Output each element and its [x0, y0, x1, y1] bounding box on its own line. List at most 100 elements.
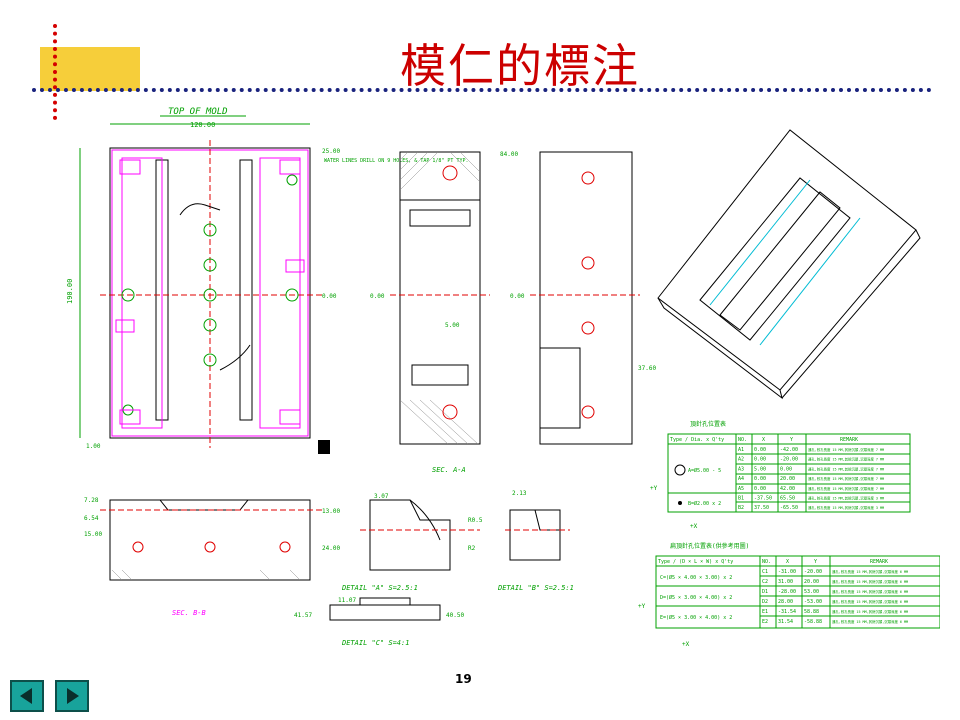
- table-cell: 65.50: [780, 496, 795, 502]
- table-cell: 31.00: [778, 579, 793, 585]
- small-pin-icon: [678, 501, 682, 505]
- table-cell: -58.88: [804, 619, 822, 625]
- table-cell: -31.54: [778, 609, 796, 615]
- page-title: 模仁的標注: [400, 39, 640, 93]
- table-cell: 53.00: [804, 589, 819, 595]
- hole-table-1-group-a: A=Ø5.00 - 5: [688, 467, 721, 474]
- detail-c-label: DETAIL "C" S=4:1: [341, 639, 409, 647]
- dim-zero-top: 0.00: [322, 293, 337, 300]
- right-triangle-icon: [67, 688, 79, 704]
- table-cell: 通孔,鉸孔長度 15 MM,其餘沉頭,沉頭深度 7 MM: [808, 457, 884, 462]
- dim-37-60: 37.60: [638, 365, 656, 372]
- dim-r2: R2: [468, 545, 476, 552]
- table-cell: 31.54: [778, 619, 793, 625]
- section-aa-label: SEC. A-A: [432, 466, 466, 474]
- previous-slide-button[interactable]: [10, 680, 44, 712]
- dim-11-07: 11.07: [338, 597, 356, 604]
- hole-table-2-group-d: D=(Ø5 × 3.00 × 4.00) x 2: [660, 594, 732, 601]
- dim-13-00: 13.00: [322, 508, 340, 515]
- table-cell: 通孔,鉸孔長度 15 MM,其餘沉頭,沉頭深度 7 MM: [808, 466, 884, 471]
- axis-y-label-2: +Y: [638, 603, 646, 610]
- hole-table-1-header-y: Y: [790, 437, 793, 443]
- view-marker: [318, 440, 330, 454]
- table-cell: A2: [738, 457, 744, 463]
- table-cell: 0.00: [754, 486, 766, 492]
- table-cell: 通孔,鉸孔長度 15 MM,其餘沉頭,沉頭深度 6 MM: [832, 619, 908, 624]
- dim-84-00: 84.00: [500, 151, 518, 158]
- hole-table-2-header-no: NO.: [762, 559, 771, 565]
- table-cell: 通孔,鉸孔長度 15 MM,其餘沉頭,沉頭深度 3 MM: [808, 505, 884, 510]
- axis-x-label-1: +X: [690, 523, 698, 530]
- detail-c-view: [329, 597, 441, 621]
- detail-b-view: [505, 509, 570, 561]
- table-cell: C2: [762, 579, 768, 585]
- hole-table-2-header-x: X: [786, 559, 789, 565]
- table-cell: 42.00: [780, 486, 795, 492]
- table-cell: -31.00: [778, 569, 796, 575]
- table-cell: A1: [738, 447, 744, 453]
- dim-zero-side: 0.00: [370, 293, 385, 300]
- dim-41-57: 41.57: [294, 612, 312, 619]
- hole-table-2-header-y: Y: [814, 559, 817, 565]
- hole-table-2-group-c: C=(Ø5 × 4.00 × 3.00) x 2: [660, 574, 732, 581]
- table-cell: -37.50: [754, 496, 772, 502]
- table-cell: -20.00: [780, 457, 798, 463]
- waterline-note: WATER LINES DRILL ON 9 HOLES, & TAP 1/8"…: [324, 158, 469, 164]
- dim-5-00: 5.00: [445, 322, 460, 329]
- table-cell: 58.88: [804, 609, 819, 615]
- dim-7-28: 7.28: [84, 497, 99, 504]
- dim-25-00: 25.00: [322, 148, 340, 155]
- horizontal-dotted-rule: [32, 88, 932, 92]
- top-view-label: TOP OF MOLD: [168, 107, 228, 117]
- hole-table-1-header-remark: REMARK: [840, 437, 858, 443]
- table-cell: 20.00: [804, 579, 819, 585]
- hole-table-2-title: 扁頂針孔位置表(供參考用圖): [670, 542, 749, 550]
- left-triangle-icon: [20, 688, 32, 704]
- table-cell: 通孔,鉸孔長度 15 MM,其餘沉頭,沉頭深度 7 MM: [808, 447, 884, 452]
- top-view-plate: [100, 140, 322, 448]
- detail-a-label: DETAIL "A" S=2.5:1: [341, 584, 418, 592]
- table-cell: -65.50: [780, 505, 798, 511]
- table-cell: E1: [762, 609, 768, 615]
- hole-table-2-header-remark: REMARK: [870, 559, 888, 565]
- hole-table-1-header-no: NO.: [738, 437, 747, 443]
- table-cell: -20.00: [804, 569, 822, 575]
- detail-a-view: [360, 499, 480, 571]
- axis-y-label-1: +Y: [650, 485, 658, 492]
- table-cell: B1: [738, 496, 744, 502]
- table-cell: 0.00: [754, 457, 766, 463]
- table-cell: 37.50: [754, 505, 769, 511]
- axis-x-label-2: +X: [682, 641, 690, 648]
- dim-15-00: 15.00: [84, 531, 102, 538]
- table-cell: 28.00: [778, 599, 793, 605]
- dim-6-54: 6.54: [84, 515, 99, 522]
- table-cell: 通孔,鉸孔長度 15 MM,其餘沉頭,沉頭深度 6 MM: [832, 599, 908, 604]
- table-cell: D2: [762, 599, 768, 605]
- table-cell: A5: [738, 486, 744, 492]
- table-cell: A3: [738, 466, 744, 472]
- ejector-pin-icon: [674, 464, 686, 476]
- mold-insert-drawing: TOP OF MOLD 120.00 190.00 1.00 25.00 0.0…: [66, 107, 940, 648]
- dim-r0-5: R0.5: [468, 517, 483, 524]
- table-cell: B2: [738, 505, 744, 511]
- table-cell: 通孔,鉸孔長度 15 MM,其餘沉頭,沉頭深度 6 MM: [832, 579, 908, 584]
- hole-table-1-group-b: B=Ø2.00 x 2: [688, 500, 721, 507]
- isometric-view: [657, 129, 921, 400]
- dim-overall-width: 120.00: [190, 121, 215, 129]
- table-cell: 通孔,鉸孔長度 15 MM,其餘沉頭,沉頭深度 7 MM: [808, 486, 884, 491]
- table-cell: 通孔,鉸孔長度 15 MM,其餘沉頭,沉頭深度 7 MM: [808, 476, 884, 481]
- table-cell: 通孔,鉸孔長度 15 MM,其餘沉頭,沉頭深度 6 MM: [832, 589, 908, 594]
- end-view: [530, 151, 640, 445]
- dim-1-00: 1.00: [86, 443, 101, 450]
- table-cell: 通孔,鉸孔長度 15 MM,其餘沉頭,沉頭深度 6 MM: [832, 609, 908, 614]
- table-cell: -42.00: [780, 447, 798, 453]
- hole-table-1-header-x: X: [762, 437, 765, 443]
- hole-table-1: [667, 433, 911, 513]
- hole-table-1-rows: A1 0.00 -42.00 通孔,鉸孔長度 15 MM,其餘沉頭,沉頭深度 7 MM…: [738, 447, 884, 511]
- next-slide-button[interactable]: [55, 680, 89, 712]
- dim-zero-end: 0.00: [510, 293, 525, 300]
- hole-table-1-header-type: Type / Dia. x Q'ty: [670, 437, 724, 443]
- table-cell: 0.00: [754, 447, 766, 453]
- dim-40-50: 40.50: [446, 612, 464, 619]
- hole-table-1-title: 頂針孔位置表: [690, 420, 726, 428]
